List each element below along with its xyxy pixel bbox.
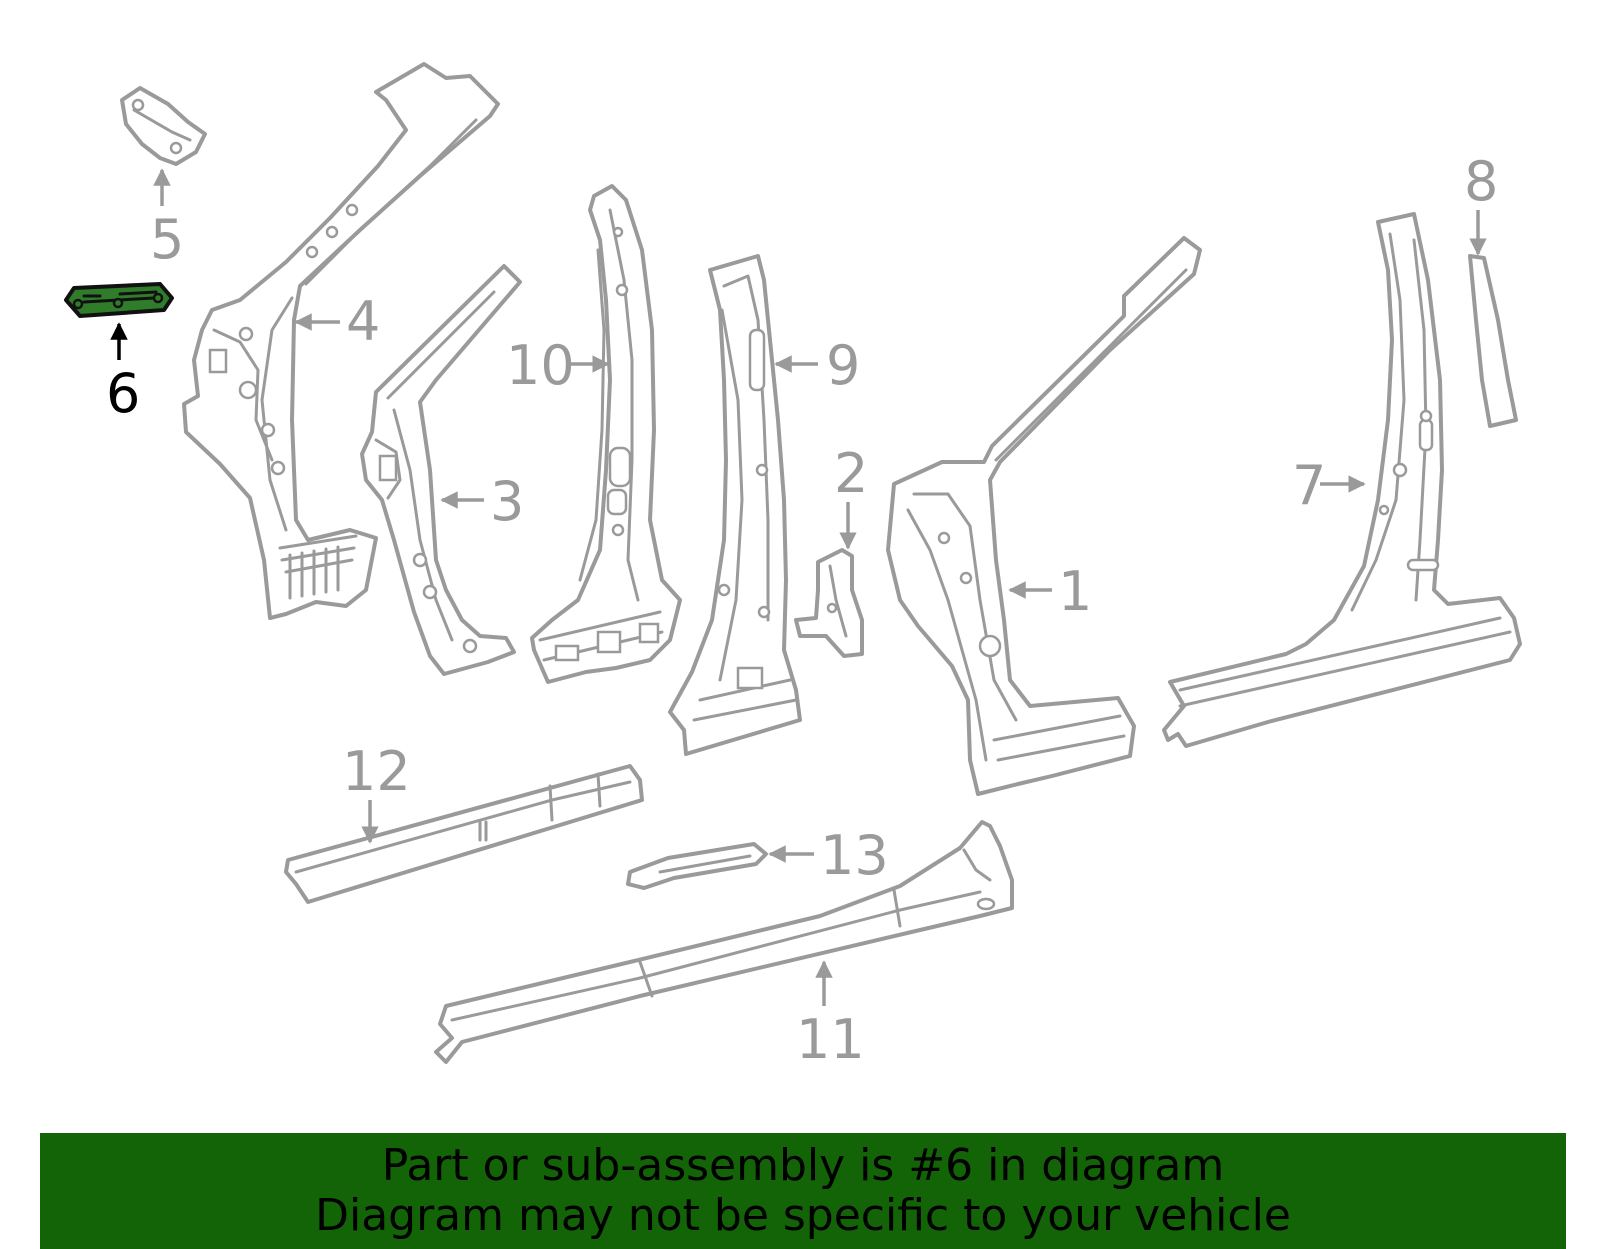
part-5-bracket[interactable] [120,86,207,166]
part-6-bracket[interactable] [64,282,174,318]
part-3-pillar-reinforcement[interactable] [360,264,522,676]
part-7-callout: 7 [1292,454,1366,517]
label-13: 13 [820,824,889,887]
banner-line-1: Part or sub-assembly is #6 in diagram [381,1140,1225,1191]
part-12-callout: 12 [342,740,411,844]
part-9-callout: 9 [774,334,860,397]
part-11-lower-rocker[interactable] [434,820,1014,1064]
label-4: 4 [346,290,380,353]
label-11: 11 [796,1008,865,1071]
label-8: 8 [1464,150,1498,213]
part-13-callout: 13 [768,824,889,887]
part-1-body-side-outer[interactable] [886,236,1202,796]
part-6-callout: 6 [106,322,140,425]
label-12: 12 [342,740,411,803]
part-11-callout: 11 [796,960,865,1071]
label-9: 9 [826,334,860,397]
label-1: 1 [1058,560,1092,623]
part-2-gusset[interactable] [794,548,864,658]
banner-line-2: Diagram may not be specific to your vehi… [315,1190,1291,1241]
part-12-inner-rocker[interactable] [284,764,644,904]
part-13-plate[interactable] [626,842,768,890]
label-3: 3 [490,470,524,533]
part-2-callout: 2 [834,442,868,550]
part-3-callout: 3 [440,470,524,533]
label-7: 7 [1292,454,1326,517]
part-10-callout: 10 [506,334,610,397]
part-4-front-pillar-panel[interactable] [182,62,500,620]
part-10-center-pillar-inner[interactable] [530,184,682,684]
part-9-center-pillar-outer[interactable] [668,254,802,756]
part-1-callout: 1 [1008,560,1092,623]
label-10: 10 [506,334,575,397]
part-8-callout: 8 [1464,150,1498,256]
part-7-rear-pillar-outer[interactable] [1162,212,1522,748]
label-5: 5 [150,208,184,271]
label-6: 6 [106,362,140,425]
part-5-callout: 5 [150,168,184,271]
label-2: 2 [834,442,868,505]
part-8-trim-strip[interactable] [1468,254,1518,428]
info-banner: Part or sub-assembly is #6 in diagram Di… [40,1133,1566,1249]
part-4-callout: 4 [294,290,380,353]
